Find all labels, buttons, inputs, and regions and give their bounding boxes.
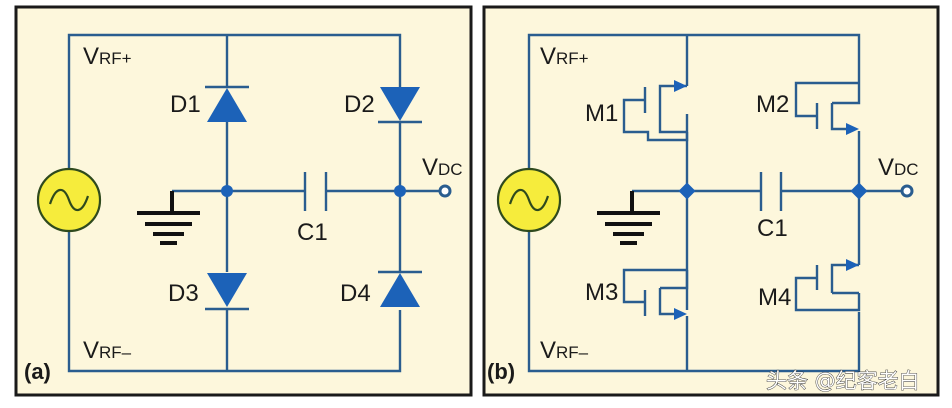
vdc-terminal [900, 184, 914, 198]
diode-d2 [378, 87, 422, 124]
label-c1-a: C1 [297, 219, 328, 246]
sine-wave-icon [48, 188, 90, 212]
panel-b: VRF+ VRF– VDC M1 M2 M3 M4 C1 (b) [482, 5, 940, 397]
label-m2: M2 [756, 91, 789, 118]
ac-source-a [36, 167, 102, 233]
vdc-label-a: VDC [422, 154, 463, 181]
diode-d4 [378, 270, 422, 307]
vrf-minus-label-b: VRF– [540, 337, 589, 364]
junction-node [394, 185, 406, 197]
mosfet-m2 [815, 103, 859, 135]
label-m1: M1 [585, 100, 618, 127]
junction-node [678, 182, 696, 200]
sine-wave-icon [508, 188, 550, 212]
vrf-plus-label-b: VRF+ [540, 43, 589, 70]
label-d2: D2 [344, 91, 375, 118]
panel-label-a: (a) [24, 359, 51, 384]
vdc-terminal [438, 184, 452, 198]
capacitor-c1-b [759, 172, 783, 211]
panel-b-wires [527, 33, 902, 373]
vrf-minus-label-a: VRF– [83, 337, 132, 364]
ground-symbol-a [137, 191, 200, 245]
diode-d1 [205, 85, 249, 122]
label-d1: D1 [170, 91, 201, 118]
panel-a: VRF+ VRF– VDC D1 D2 D3 D4 C1 (a) [14, 5, 473, 397]
junction-node [850, 182, 868, 200]
ground-symbol-b [597, 191, 660, 245]
vrf-plus-label-a: VRF+ [83, 43, 132, 70]
label-m4: M4 [758, 284, 791, 311]
label-d4: D4 [340, 280, 371, 307]
diode-d3 [205, 273, 249, 311]
label-c1-b: C1 [757, 215, 788, 242]
junction-node [221, 185, 233, 197]
watermark: 头条 @纪客老白 [766, 369, 920, 393]
capacitor-c1-a [303, 172, 328, 211]
vdc-label-b: VDC [878, 154, 919, 181]
ac-source-b [496, 167, 562, 233]
mosfet-m1 [643, 80, 687, 134]
panel-label-b: (b) [487, 359, 515, 384]
label-d3: D3 [168, 280, 199, 307]
mosfet-m3 [643, 288, 687, 320]
label-m3: M3 [585, 279, 618, 306]
mosfet-m4 [815, 259, 859, 293]
